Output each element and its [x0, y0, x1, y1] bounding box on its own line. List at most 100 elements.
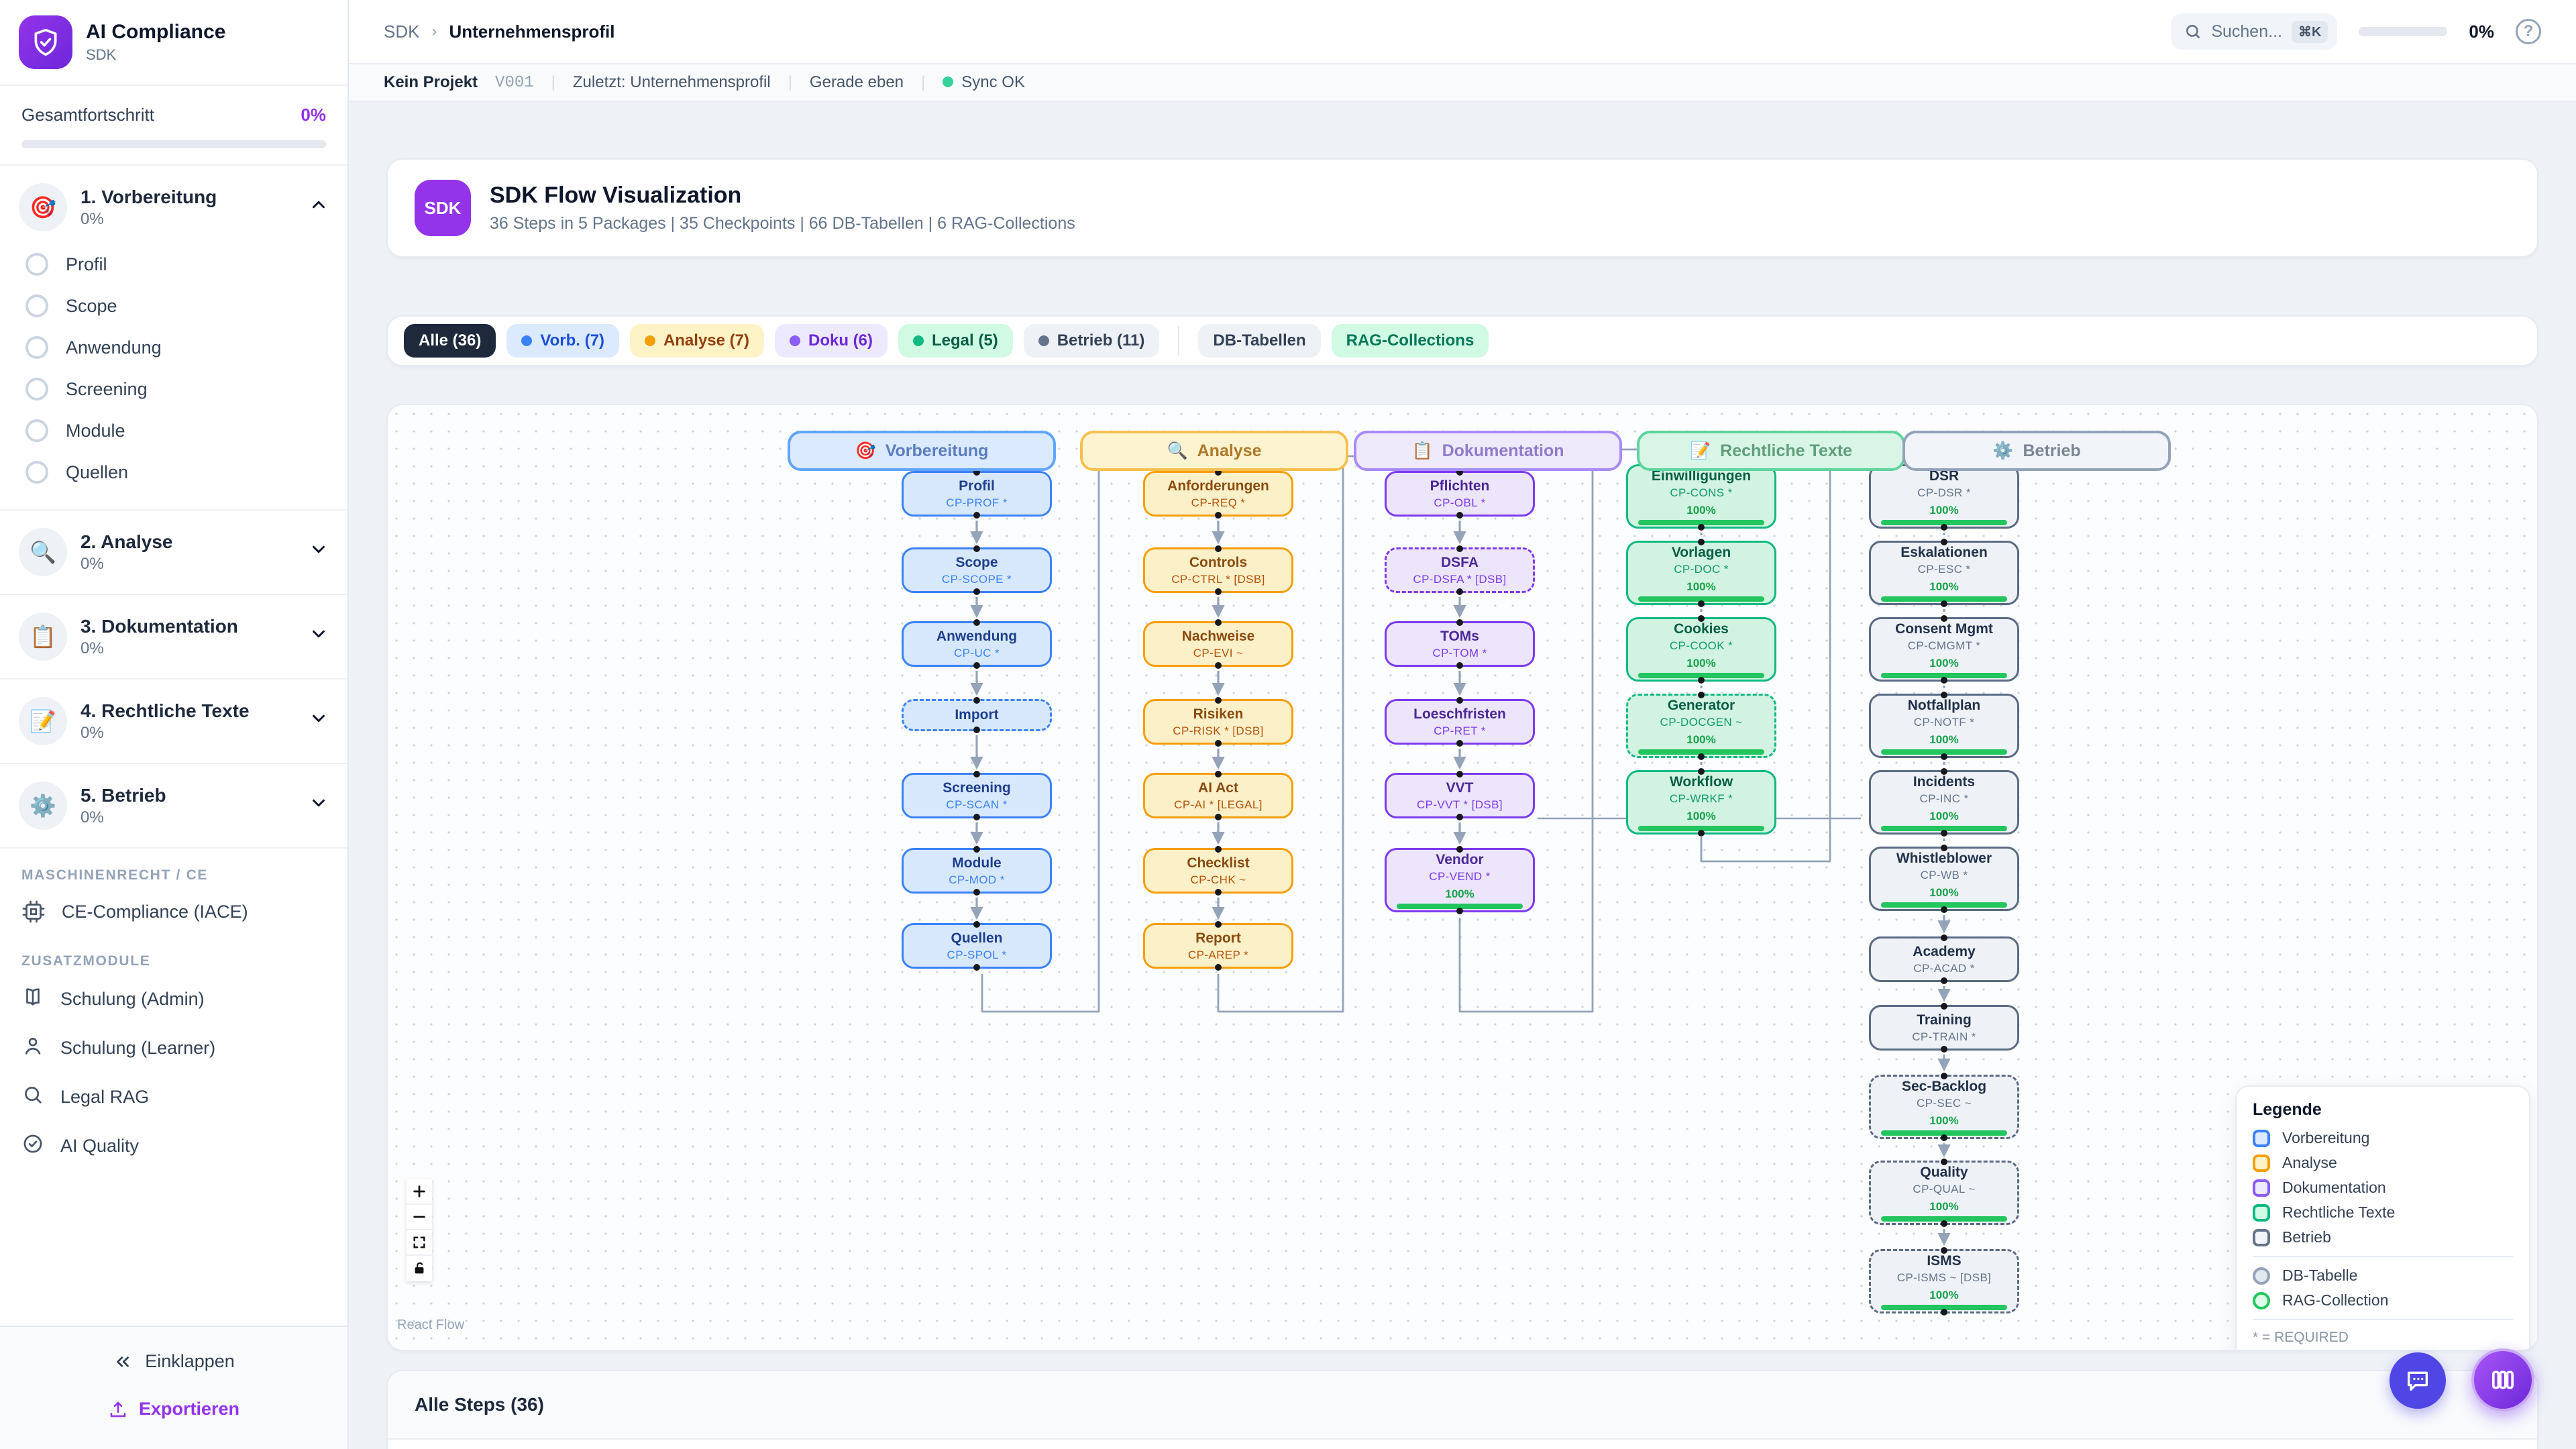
chevron-up-icon[interactable] — [309, 195, 329, 220]
node-progress-bar — [1881, 1305, 2007, 1311]
node-title: DSR — [1929, 468, 1960, 484]
breadcrumb-parent[interactable]: SDK — [384, 21, 420, 42]
node-progress-bar — [1638, 673, 1764, 679]
filter-chip-rag-collections[interactable]: RAG-Collections — [1331, 324, 1489, 358]
filter-chip-doku-6-[interactable]: Doku (6) — [775, 324, 888, 358]
search-input[interactable]: Suchen... ⌘K — [2171, 13, 2338, 50]
legend-shape: RAG-Collection — [2253, 1291, 2513, 1309]
chevron-down-icon[interactable] — [309, 793, 329, 818]
column-emoji-icon: 📋 — [1411, 441, 1433, 460]
flow-node-import[interactable]: Import — [902, 699, 1052, 731]
node-code: CP-ISMS ~ [DSB] — [1896, 1271, 1992, 1285]
filter-chip-legal-5-[interactable]: Legal (5) — [898, 324, 1013, 358]
legend-swatch — [2253, 1179, 2270, 1197]
export-button[interactable]: Exportieren — [0, 1388, 347, 1430]
sidebar-item-schulung-admin-[interactable]: Schulung (Admin) — [0, 975, 347, 1024]
filter-chip-alle-36-[interactable]: Alle (36) — [404, 324, 496, 358]
node-code: CP-NOTF * — [1913, 716, 1975, 729]
collapse-sidebar-button[interactable]: Einklappen — [0, 1343, 347, 1380]
zoom-out-button[interactable] — [407, 1205, 432, 1230]
node-progress-bar — [1881, 596, 2007, 602]
sidebar-item-anwendung[interactable]: Anwendung — [0, 327, 347, 368]
filter-chip-vorb-7-[interactable]: Vorb. (7) — [506, 324, 619, 358]
chevron-down-icon[interactable] — [309, 624, 329, 649]
filter-chip-db-tabellen[interactable]: DB-Tabellen — [1198, 324, 1321, 358]
sidebar-item-profil[interactable]: Profil — [0, 244, 347, 285]
sidebar-item-scope[interactable]: Scope — [0, 285, 347, 327]
project-name: Kein Projekt — [384, 73, 478, 91]
sidebar-group-label-machinenrecht: MASCHINENRECHT / CE — [21, 867, 209, 883]
node-code: CP-VVT * [DSB] — [1416, 798, 1503, 812]
help-icon[interactable]: ? — [2516, 19, 2541, 44]
fit-view-button[interactable] — [407, 1230, 432, 1256]
node-title: Import — [955, 706, 999, 722]
legend-swatch — [2253, 1203, 2270, 1222]
cpu-icon — [22, 900, 45, 923]
filter-chip-analyse-7-[interactable]: Analyse (7) — [629, 324, 764, 358]
sidebar-item-module[interactable]: Module — [0, 410, 347, 451]
sidebar-item-quellen[interactable]: Quellen — [0, 451, 347, 493]
overall-progress-label: Gesamtfortschritt — [21, 105, 154, 125]
filter-chip-betrieb-11-[interactable]: Betrieb (11) — [1023, 324, 1160, 358]
node-title: Cookies — [1674, 621, 1729, 637]
reactflow-attribution: React Flow — [397, 1318, 465, 1332]
node-progress-value: 100% — [1686, 580, 1716, 594]
sidebar-item-screening[interactable]: Screening — [0, 368, 347, 410]
chevron-down-icon[interactable] — [309, 708, 329, 734]
zoom-in-button[interactable] — [407, 1179, 432, 1205]
legend-circle-swatch — [2253, 1267, 2270, 1285]
panels-fab-button[interactable] — [2471, 1348, 2534, 1411]
lock-button[interactable] — [407, 1256, 432, 1281]
sidebar-item-schulung-learner-[interactable]: Schulung (Learner) — [0, 1024, 347, 1073]
chevron-down-icon[interactable] — [309, 539, 329, 565]
node-progress-value: 100% — [1686, 733, 1716, 747]
sidebar-item-ce-compliance[interactable]: CE-Compliance (IACE) — [0, 889, 347, 934]
sidebar-item-legal-rag[interactable]: Legal RAG — [0, 1073, 347, 1122]
sidebar-item-ai-quality[interactable]: AI Quality — [0, 1122, 347, 1171]
chat-fab-button[interactable] — [2390, 1352, 2446, 1409]
